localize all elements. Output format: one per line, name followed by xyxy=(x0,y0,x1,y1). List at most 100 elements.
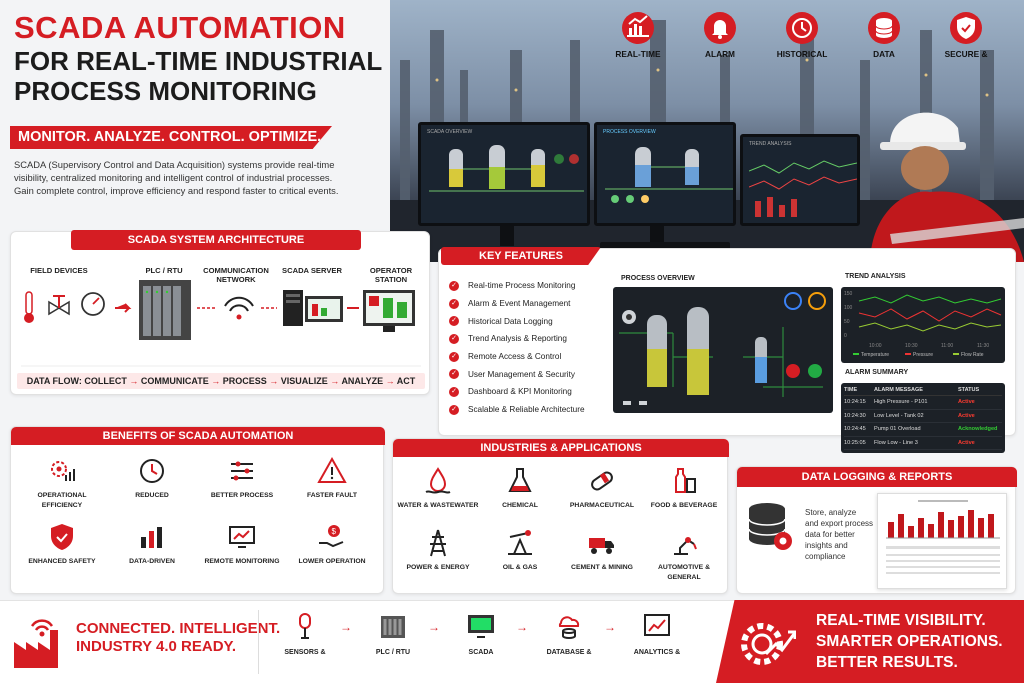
chain-step-label: SENSORS & xyxy=(284,649,326,656)
grid-item: FASTER FAULT xyxy=(287,455,377,501)
grid-item: CEMENT & MINING xyxy=(561,527,643,573)
monitor-stands xyxy=(490,226,790,252)
architecture-node-label: SCADA SERVER xyxy=(282,266,342,275)
top-feature-label: SECURE & xyxy=(944,49,988,59)
chain-step-label: SCADA xyxy=(468,649,494,656)
history-icon xyxy=(786,12,818,44)
data-flow-step: PROCESS xyxy=(222,376,267,386)
shield-icon xyxy=(950,12,982,44)
key-features-list: ✓Real-time Process Monitoring✓Alarm & Ev… xyxy=(449,277,609,419)
arrow-icon: → xyxy=(383,376,397,386)
check-circle-icon: ✓ xyxy=(449,386,459,397)
logging-line: Store, analyze xyxy=(805,508,857,517)
key-feature-item: ✓User Management & Security xyxy=(449,365,609,383)
top-feature-label: DATA xyxy=(873,49,895,59)
alarm-cell: 10:24:45 xyxy=(844,426,866,432)
key-feature-item: ✓Scalable & Reliable Architecture xyxy=(449,401,609,419)
gear-chart-icon xyxy=(741,623,796,665)
chain-step: PLC / RTU xyxy=(358,610,428,658)
pill-icon xyxy=(591,471,613,491)
alarm-cell: Pump 01 Overload xyxy=(874,426,921,432)
top-feature-item: DATA xyxy=(844,12,924,60)
trend-analysis-screen: 150 100 50 0 10:00 10:30 11:00 11:30 Tem… xyxy=(841,287,1005,363)
bottle-icon xyxy=(675,468,696,493)
trend-x-tick: 10:30 xyxy=(905,343,918,349)
pylon-icon xyxy=(430,529,446,557)
gauge-icon xyxy=(81,292,105,316)
results-line-3: BETTER RESULTS. xyxy=(816,654,958,671)
arrow-icon: → xyxy=(340,620,352,634)
grid-item: BETTER PROCESS xyxy=(197,455,287,501)
industries-panel: INDUSTRIES & APPLICATIONS WATER & WASTEW… xyxy=(392,438,729,594)
arrow-icon: → xyxy=(266,376,281,386)
process-overview-screen xyxy=(613,287,833,413)
benefits-grid: OPERATIONAL EFFICIENCY REDUCED BETTER PROC… xyxy=(11,451,385,593)
top-feature-label: HISTORICAL xyxy=(776,49,828,59)
page-title: SCADA AUTOMATION FOR REAL-TIME INDUSTRIA… xyxy=(14,12,404,107)
divider xyxy=(258,610,259,674)
results-line-2: SMARTER OPERATIONS. xyxy=(816,633,1003,650)
legend-flow-rate: Flow Rate xyxy=(961,352,984,358)
key-feature-item: ✓Real-time Process Monitoring xyxy=(449,277,609,295)
top-feature-item: SECURE & xyxy=(926,12,1006,60)
slogan-line-1: CONNECTED. INTELLIGENT. xyxy=(76,620,281,637)
clock-icon xyxy=(140,459,164,483)
grid-item-label: PHARMACEUTICAL xyxy=(569,502,635,509)
flask-icon xyxy=(508,468,532,492)
legend-pressure: Pressure xyxy=(913,352,933,358)
flow-line xyxy=(858,322,1002,332)
key-feature-item: ✓Remote Access & Control xyxy=(449,348,609,366)
alarm-cell: Active xyxy=(958,439,975,446)
sliders-icon xyxy=(231,461,253,481)
truck-icon xyxy=(589,538,614,554)
architecture-node-label: PLC / RTU xyxy=(145,266,183,275)
chain-step: DATABASE & xyxy=(534,610,604,658)
report-document xyxy=(877,493,1007,589)
thermometer-icon xyxy=(24,291,34,323)
key-feature-item: ✓Dashboard & KPI Monitoring xyxy=(449,383,609,401)
warning-icon xyxy=(317,456,347,483)
grid-item-label: FASTER FAULT xyxy=(306,492,358,499)
operator-figure xyxy=(820,88,1024,262)
chain-step-label: DATABASE & xyxy=(546,649,592,656)
alarm-cell: 10:24:15 xyxy=(844,399,866,405)
cloud-db-icon xyxy=(558,616,580,639)
sensor-icon xyxy=(299,613,311,639)
trend-y-tick: 150 xyxy=(844,291,853,297)
grid-item-label: REDUCED xyxy=(135,492,169,499)
wifi-icon xyxy=(224,296,254,320)
grid-item: DATA-DRIVEN xyxy=(107,521,197,567)
data-flow-bar: DATA FLOW: COLLECT → COMMUNICATE → PROCE… xyxy=(17,373,425,389)
data-flow-label: DATA FLOW: xyxy=(26,376,85,386)
pressure-line xyxy=(858,308,1002,322)
robot-arm-icon xyxy=(674,537,697,555)
water-drop-icon xyxy=(425,467,451,494)
data-flow-step: VISUALIZE xyxy=(280,376,328,386)
grid-item-label: CEMENT & MINING xyxy=(571,564,633,571)
trend-x-tick: 11:30 xyxy=(977,343,989,349)
arrow-icon: → xyxy=(327,376,342,386)
database-gear-icon xyxy=(748,503,792,550)
grid-item-label: OIL & GAS xyxy=(502,564,538,571)
grid-item: OPERATIONAL EFFICIENCY xyxy=(17,455,107,511)
logging-line: and export process xyxy=(805,519,874,528)
chain-step: SCADA xyxy=(446,610,516,658)
factory-wifi-icon xyxy=(14,619,58,668)
grid-item: PHARMACEUTICAL xyxy=(561,465,643,511)
alarm-cell: Low Level - Tank 02 xyxy=(874,412,924,419)
operator-station-icon xyxy=(363,290,415,332)
chain-step: SENSORS & xyxy=(270,610,340,658)
key-feature-item: ✓Trend Analysis & Reporting xyxy=(449,330,609,348)
trend-y-tick: 0 xyxy=(844,333,847,339)
benefits-title: BENEFITS OF SCADA AUTOMATION xyxy=(11,427,385,445)
trend-analysis-label: TREND ANALYSIS xyxy=(845,273,906,280)
grid-item-label: BETTER PROCESS xyxy=(210,492,274,499)
alarm-header-cell: ALARM MESSAGE xyxy=(874,387,923,393)
check-circle-icon: ✓ xyxy=(449,351,459,362)
intro-line-2: visibility, centralized monitoring and i… xyxy=(14,172,333,183)
